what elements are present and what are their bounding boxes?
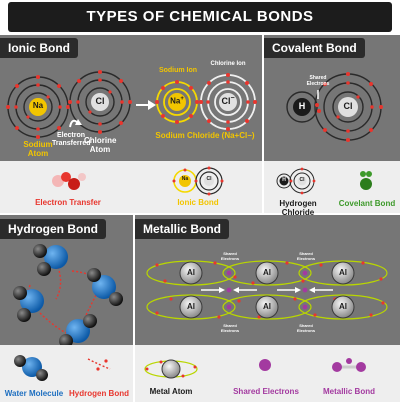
- hydrogen-chloride-icon: [276, 167, 316, 195]
- legend-h-symbol: H: [282, 177, 286, 183]
- electron-transfer-label: Electron Transfer: [35, 198, 101, 207]
- water-molecule-icon: [14, 355, 48, 381]
- cl-ion-symbol: Cl−: [216, 95, 240, 106]
- metallic-bond-icon: [332, 358, 366, 372]
- covalent-shared-label: Shared Electrons: [306, 75, 330, 87]
- na-ion-symbol: Na+: [166, 96, 188, 106]
- chlorine-ion-diagram: [199, 73, 257, 131]
- legend-cl-symbol: Cl: [299, 177, 305, 183]
- shared-label-top-2: Shared Electrons: [296, 251, 316, 261]
- chlorine-atom-label: Chlorine Atom: [84, 136, 117, 154]
- shared-electron-icon: [259, 359, 271, 371]
- ionic-legend-na: Na: [181, 176, 189, 182]
- cl-ion-symbol-text: Cl: [221, 96, 231, 106]
- na-symbol: Na: [32, 101, 44, 110]
- ionic-bond-legend-label: Ionic Bond: [177, 198, 219, 207]
- chlorine-ion-label: Chlorine Ion: [210, 61, 246, 67]
- sodium-atom-label: Sodium Atom: [23, 140, 53, 158]
- metallic-bond-panel: Metallic Bond: [135, 215, 400, 402]
- ionic-bond-icon: [172, 166, 224, 196]
- hydrogen-chloride-label: Hydrogen Chloride: [279, 199, 317, 217]
- water-molecule-2: [87, 268, 123, 306]
- na-ion-symbol-text: Na: [170, 96, 181, 106]
- metal-atom-label: Metal Atom: [149, 387, 193, 396]
- cl-symbol: Cl: [95, 96, 105, 106]
- metallic-bond-legend-label: Metallic Bond: [322, 387, 375, 396]
- metal-atom-icon: [144, 359, 198, 379]
- water-molecule-4: [59, 314, 97, 348]
- sodium-chloride-label: Sodium Chloride: [155, 131, 220, 140]
- covalent-bond-panel: Covalent Bond H Cl: [264, 35, 400, 217]
- hydrogen-legend-art: [14, 355, 111, 381]
- covalent-legend-art: [276, 167, 372, 195]
- aluminum-atoms: [179, 261, 355, 319]
- al-symbol-2: Al: [263, 268, 271, 277]
- shared-label-bottom-1: Shared Electrons: [220, 323, 240, 333]
- al-symbol-3: Al: [339, 268, 347, 277]
- electron-sea-orbits: [146, 260, 388, 320]
- covalent-bond-icon: [360, 171, 372, 190]
- cl-ion-charge: −: [230, 95, 235, 102]
- na-ion-charge: +: [180, 96, 184, 102]
- sodium-atom-diagram: [6, 75, 70, 139]
- metallic-legend-art: [144, 358, 366, 379]
- hydrogen-bond-panel: Hydrogen Bond: [0, 215, 133, 402]
- chlorine-atom-diagram: [68, 70, 132, 134]
- formula-label: (Na+Cl−): [221, 131, 255, 140]
- al-symbol-1: Al: [187, 268, 195, 277]
- hydrogen-diagram: [13, 244, 123, 348]
- title-bar: TYPES OF CHEMICAL BONDS: [8, 2, 392, 32]
- covalent-diagram: [286, 72, 383, 142]
- al-symbol-6: Al: [339, 302, 347, 311]
- ionic-legend-art: [52, 166, 224, 196]
- shared-electrons-legend-label: Shared Electrons: [233, 387, 299, 396]
- metallic-bond-title: Metallic Bond: [135, 219, 230, 239]
- sodium-chloride-caption: Sodium Chloride (Na+Cl−): [150, 131, 260, 140]
- shared-electron-arrows: [201, 287, 333, 293]
- al-symbol-4: Al: [187, 302, 195, 311]
- shared-electron-dots: [226, 270, 308, 310]
- hydrogen-bond-icon: [87, 358, 111, 371]
- sodium-ion-label: Sodium Ion: [158, 67, 198, 74]
- al-symbol-5: Al: [263, 302, 271, 311]
- hydrogen-bond-title: Hydrogen Bond: [0, 219, 106, 239]
- water-molecule-1: [33, 244, 68, 276]
- metallic-legend: Metal Atom Shared Electrons Metallic Bon…: [135, 345, 400, 402]
- ionic-diagram: [6, 70, 257, 139]
- covalent-cl-symbol: Cl: [343, 101, 353, 111]
- ionic-legend-cl: Cl: [206, 176, 212, 182]
- metallic-diagram: [146, 260, 388, 320]
- electron-transferred-label: Electron Transferred: [52, 132, 91, 147]
- sodium-ion-diagram: [155, 80, 199, 124]
- water-molecule-3: [13, 286, 44, 322]
- shared-label-bottom-2: Shared Electrons: [296, 323, 316, 333]
- reaction-arrow: [136, 100, 156, 110]
- electron-transfer-icon: [52, 172, 86, 190]
- ionic-legend: Na Cl Electron Transfer Ionic Bond: [0, 161, 262, 213]
- covalent-bond-title: Covalent Bond: [264, 38, 365, 58]
- covalent-h-symbol: H: [298, 101, 306, 111]
- covalent-chlorine-diagram: [314, 72, 383, 142]
- covalent-legend: H Cl Hydrogen Chloride Covelant Bond: [264, 161, 400, 217]
- ionic-bond-title: Ionic Bond: [0, 38, 78, 58]
- hydrogen-legend: Water Molecule Hydrogen Bond: [0, 345, 133, 402]
- ionic-bond-panel: Ionic Bond: [0, 35, 262, 213]
- page-title: TYPES OF CHEMICAL BONDS: [86, 8, 314, 25]
- water-molecule-label: Water Molecule: [4, 389, 64, 398]
- hydrogen-bond-legend-label: Hydrogen Bond: [69, 389, 129, 398]
- shared-label-top-1: Shared Electrons: [220, 251, 240, 261]
- covalent-bond-legend-label: Covelant Bond: [338, 199, 396, 208]
